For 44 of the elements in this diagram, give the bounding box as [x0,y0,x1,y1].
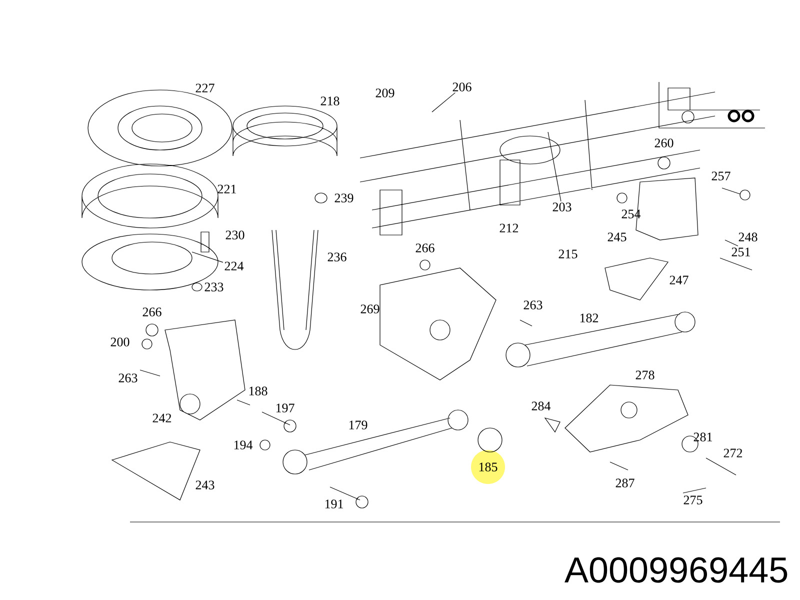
callout-number: 218 [320,96,340,106]
callout-number: 281 [694,432,712,442]
callout-number: 284 [532,402,551,410]
callout-number: 188 [249,386,268,396]
callout-number: 233 [204,282,224,292]
callout-number: 263 [118,374,138,382]
callout-number: 179 [349,420,368,430]
leader-line [432,92,456,112]
callout-number: 200 [110,338,130,346]
callout-number: 185 [479,462,498,472]
callout-number: 197 [276,404,294,412]
callout-number: 221 [218,184,236,194]
leader-line [192,252,224,263]
callout-number: 224 [224,262,244,270]
callout-number: 278 [636,370,654,380]
callout-number: 212 [500,224,518,232]
callout-number: 203 [552,202,572,212]
callout-number: 287 [616,478,634,488]
callout-number: 275 [684,496,702,504]
callout-number: 272 [724,448,742,458]
callout-number: 260 [654,138,674,148]
callout-number: 251 [732,248,750,256]
callout-number: 236 [328,252,346,262]
leader-line [548,132,562,202]
callout-number: 227 [196,84,214,92]
callout-number: 248 [738,232,758,242]
callout-number: 263 [524,300,542,310]
callout-number: 215 [558,250,578,258]
callout-number: 206 [452,82,472,92]
callout-number: 257 [712,172,730,180]
callout-number: 194 [234,440,253,450]
callout-number: 242 [152,414,172,422]
part-number: A0009969445 [564,557,788,583]
callout-number: 239 [334,194,354,202]
callout-number: 243 [196,480,214,490]
callout-number: 266 [416,244,434,252]
callout-number: 230 [226,230,244,240]
callout-number: 247 [670,276,688,284]
callout-number: 191 [325,500,343,508]
callout-number: 182 [580,314,598,322]
callout-number: 245 [608,232,626,242]
callout-number: 269 [360,304,380,314]
callout-number: 266 [142,308,162,316]
callout-number: 209 [376,88,394,98]
